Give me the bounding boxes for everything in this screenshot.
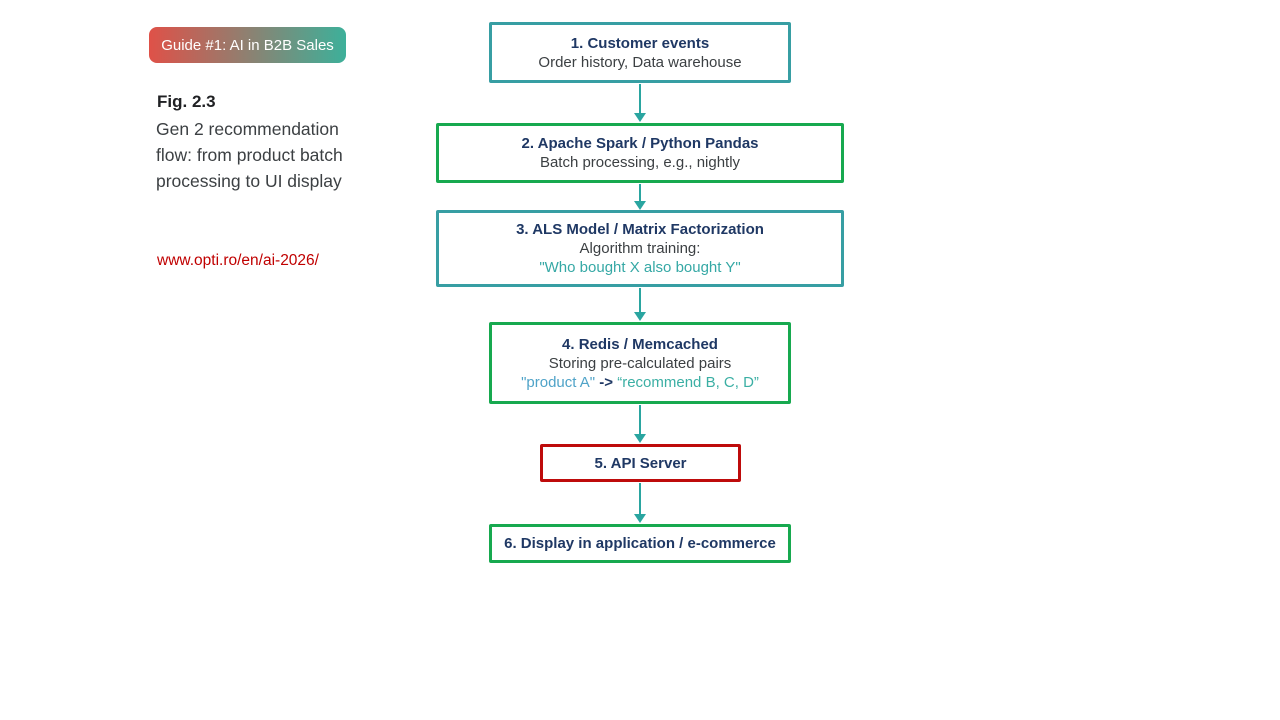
node-title: 6. Display in application / e-commerce <box>504 535 776 552</box>
figure-url: www.opti.ro/en/ai-2026/ <box>157 252 319 269</box>
guide-badge: Guide #1: AI in B2B Sales <box>149 27 346 63</box>
guide-badge-label: Guide #1: AI in B2B Sales <box>161 36 334 54</box>
mapping-to: “recommend B, C, D” <box>617 373 759 391</box>
node-title: 2. Apache Spark / Python Pandas <box>521 135 759 152</box>
node-subtitle: Order history, Data warehouse <box>538 53 742 71</box>
mapping-from: "product A" <box>521 373 596 391</box>
flow-arrow-down-icon <box>634 84 646 122</box>
node-subtitle: Batch processing, e.g., nightly <box>539 154 741 171</box>
node-title: 1. Customer events <box>570 34 710 52</box>
flow-arrow-down-icon <box>634 405 646 443</box>
figure-number: Fig. 2.3 <box>157 92 216 111</box>
flow-node-spark-pandas: 2. Apache Spark / Python Pandas Batch pr… <box>436 123 844 183</box>
mapping-arrow: -> <box>595 373 618 391</box>
node-mapping: "product A" -> “recommend B, C, D” <box>521 374 759 391</box>
node-quote: "Who bought X also bought Y" <box>539 259 741 276</box>
flow-arrow-down-icon <box>634 483 646 523</box>
flow-node-customer-events: 1. Customer events Order history, Data w… <box>489 22 791 83</box>
flow-node-api-server: 5. API Server <box>540 444 741 482</box>
node-title: 3. ALS Model / Matrix Factorization <box>516 221 764 238</box>
node-subtitle: Algorithm training: <box>579 240 701 257</box>
node-title: 4. Redis / Memcached <box>562 335 718 353</box>
flow-node-display-ecommerce: 6. Display in application / e-commerce <box>489 524 791 563</box>
node-title: 5. API Server <box>594 454 687 472</box>
flow-node-als-model: 3. ALS Model / Matrix Factorization Algo… <box>436 210 844 287</box>
flow-arrow-down-icon <box>634 184 646 210</box>
flow-arrow-down-icon <box>634 288 646 321</box>
figure-caption: Gen 2 recommendation flow: from product … <box>156 119 343 191</box>
flow-node-redis-memcached: 4. Redis / Memcached Storing pre-calcula… <box>489 322 791 404</box>
node-subtitle: Storing pre-calculated pairs <box>548 354 732 372</box>
